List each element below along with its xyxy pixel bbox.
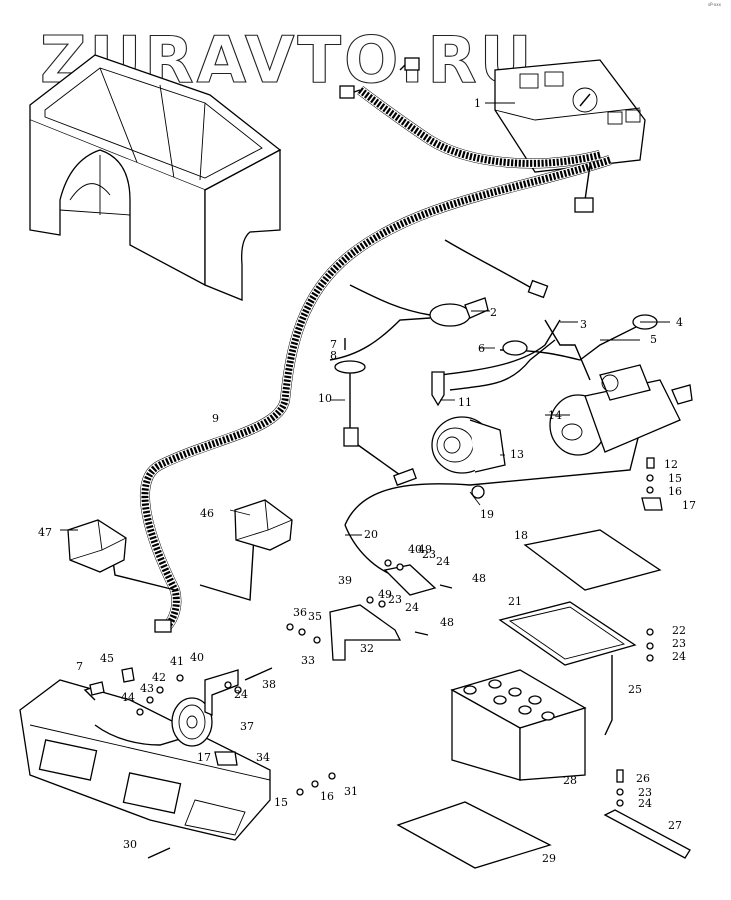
generator bbox=[431, 416, 506, 474]
callout-7: 7 bbox=[330, 338, 337, 351]
callout-24-lower: 24 bbox=[405, 601, 419, 614]
callout-25: 25 bbox=[628, 683, 642, 696]
corner-mark: sP-xxx bbox=[708, 2, 722, 7]
callout-46: 46 bbox=[200, 507, 214, 520]
callout-23-bottom: 23 bbox=[638, 786, 652, 799]
callout-12: 12 bbox=[664, 458, 678, 471]
callout-24: 24 bbox=[672, 650, 686, 663]
callout-5: 5 bbox=[650, 333, 657, 346]
instrument-panel bbox=[494, 59, 646, 173]
callout-20: 20 bbox=[364, 528, 378, 541]
callout-3: 3 bbox=[580, 318, 587, 331]
callout-18: 18 bbox=[514, 529, 528, 542]
callout-47: 47 bbox=[38, 526, 52, 539]
callout-31: 31 bbox=[344, 785, 358, 798]
callout-1: 1 bbox=[474, 97, 481, 110]
callout-10: 10 bbox=[318, 392, 332, 405]
headlight-assembly bbox=[19, 679, 271, 841]
callout-6: 6 bbox=[478, 342, 485, 355]
fuel-level-sensor bbox=[334, 338, 417, 486]
main-wiring-harness bbox=[109, 57, 612, 633]
hardware-stack-top bbox=[641, 457, 663, 511]
callout-37: 37 bbox=[240, 720, 254, 733]
callout-24-upper: 24 bbox=[436, 555, 450, 568]
callout-36: 36 bbox=[293, 606, 307, 619]
callout-17: 17 bbox=[682, 499, 696, 512]
callout-16: 16 bbox=[668, 485, 682, 498]
callout-17-bottom: 17 bbox=[197, 751, 211, 764]
callout-19: 19 bbox=[480, 508, 494, 521]
callout-14: 14 bbox=[548, 409, 562, 422]
tray-29 bbox=[396, 801, 552, 869]
callout-29: 29 bbox=[542, 852, 556, 865]
bracket-39 bbox=[383, 564, 437, 596]
relay-46 bbox=[234, 499, 293, 551]
callout-40-lower: 40 bbox=[190, 651, 204, 664]
starter-switch bbox=[429, 297, 489, 327]
cab-hood bbox=[29, 54, 282, 301]
relay-47 bbox=[67, 519, 127, 573]
callout-38: 38 bbox=[262, 678, 276, 691]
callout-28: 28 bbox=[563, 774, 577, 787]
callout-48-upper: 48 bbox=[472, 572, 486, 585]
callout-labels: 1 2 3 4 5 6 7 8 9 10 11 12 13 14 15 16 1… bbox=[38, 97, 696, 865]
callout-48-lower: 48 bbox=[440, 616, 454, 629]
callout-43: 43 bbox=[140, 682, 154, 695]
callout-4: 4 bbox=[676, 316, 683, 329]
hardware-stack-mid bbox=[646, 628, 654, 662]
callout-24-horn: 24 bbox=[234, 688, 248, 701]
horn bbox=[171, 697, 213, 747]
callout-42: 42 bbox=[152, 671, 166, 684]
callout-16-bottom: 16 bbox=[320, 790, 334, 803]
horn-bracket bbox=[204, 667, 273, 716]
callout-44: 44 bbox=[121, 691, 135, 704]
callout-33: 33 bbox=[301, 654, 315, 667]
callout-34: 34 bbox=[256, 751, 270, 764]
callout-8: 8 bbox=[330, 349, 337, 362]
callout-27: 27 bbox=[668, 819, 682, 832]
callout-49-upper: 49 bbox=[418, 543, 432, 556]
callout-9: 9 bbox=[212, 412, 219, 425]
fasteners bbox=[286, 485, 485, 644]
callout-39: 39 bbox=[338, 574, 352, 587]
callout-23: 23 bbox=[672, 637, 686, 650]
callout-40-upper: 40 bbox=[408, 543, 422, 556]
fasteners-left bbox=[89, 667, 336, 859]
callout-13: 13 bbox=[510, 448, 524, 461]
callout-11: 11 bbox=[458, 396, 472, 409]
callout-45: 45 bbox=[100, 652, 114, 665]
tray-18 bbox=[523, 529, 662, 591]
strip-27 bbox=[603, 809, 691, 859]
callout-23-upper: 23 bbox=[422, 548, 436, 561]
callout-41: 41 bbox=[170, 655, 184, 668]
sensor-6 bbox=[502, 340, 528, 356]
callout-24-bottom: 24 bbox=[638, 797, 652, 810]
callout-15-bottom: 15 bbox=[274, 796, 288, 809]
callout-49-lower: 49 bbox=[378, 588, 392, 601]
callout-32: 32 bbox=[360, 642, 374, 655]
starter-motor bbox=[549, 364, 693, 456]
callout-22: 22 bbox=[672, 624, 686, 637]
callout-30: 30 bbox=[123, 838, 137, 851]
callout-26: 26 bbox=[636, 772, 650, 785]
battery-frame bbox=[498, 601, 637, 736]
leader-lines bbox=[60, 102, 670, 536]
callout-23-lower: 23 bbox=[388, 593, 402, 606]
callout-2: 2 bbox=[490, 306, 497, 319]
battery bbox=[450, 669, 587, 781]
callout-21: 21 bbox=[508, 595, 522, 608]
hardware-stack-bottom bbox=[616, 769, 624, 807]
bracket-32 bbox=[329, 604, 402, 661]
callout-35: 35 bbox=[308, 610, 322, 623]
callout-15: 15 bbox=[668, 472, 682, 485]
callout-7-bottom: 7 bbox=[76, 660, 83, 673]
